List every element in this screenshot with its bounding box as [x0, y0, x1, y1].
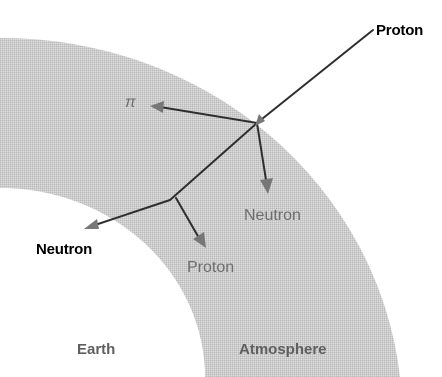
- pion-label: π: [125, 94, 136, 111]
- proton-bottom-label: Proton: [187, 259, 234, 276]
- earth-label: Earth: [77, 341, 115, 358]
- neutron-top-label: Neutron: [244, 207, 301, 224]
- atmosphere-label: Atmosphere: [239, 341, 327, 358]
- neutron-left-label: Neutron: [36, 241, 92, 258]
- incoming-proton-label: Proton: [376, 22, 423, 39]
